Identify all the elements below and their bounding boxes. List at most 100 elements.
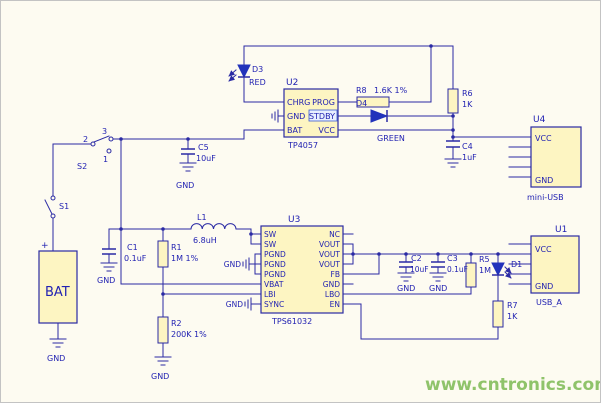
r1-value-label: 1M 1% [171,254,199,263]
gnd-symbol-c5 [179,162,197,172]
u2-pin-vcc: VCC [318,126,335,135]
s2-terminal-3-label: 3 [102,127,107,136]
c3-value-label: 0.1uF [447,265,468,274]
u1-ref-label: U1 [555,225,567,235]
s2-terminal-2-label: 2 [83,135,88,144]
u2-ref-label: U2 [286,78,298,88]
watermark: www.cntronics.com [425,375,601,395]
r7-value-label: 1K [507,312,518,321]
sync-marker-label: GND [226,300,243,309]
gnd-symbol-c3 [429,272,447,282]
u3-pin-sync: SYNC [264,300,284,309]
junction-dots [119,44,500,296]
pgnd-marker-label: GND [224,260,241,269]
c1-value-label: 0.1uF [124,254,147,263]
gnd-symbol-sync [244,297,252,311]
c1-gnd-label: GND [97,276,115,285]
u3-pin-vout3: VOUT [319,260,340,269]
u1-connector-box [530,235,580,294]
u2-pin-chrg: CHRG [287,98,310,107]
u4-connector-box [530,126,582,188]
c2-gnd-label: GND [397,284,415,293]
d4-color-label: GREEN [377,134,405,143]
c3-gnd-label: GND [429,284,447,293]
gnd-symbol-bat [49,338,67,348]
r6-ref-label: R6 [462,89,473,98]
u2-part-label: TP4057 [287,141,318,150]
c2-ref-label: C2 [411,254,422,263]
d3-color-label: RED [249,78,266,87]
gnd-symbol-c2 [397,272,415,282]
u3-chip-box [260,225,344,314]
l1-value-label: 6.8uH [193,236,217,245]
u3-pin-vout2: VOUT [319,250,340,259]
r5-value-label: 1M [479,266,491,275]
u2-stdby-highlight [308,109,338,122]
u3-pin-en: EN [330,300,340,309]
battery-gnd-label: GND [47,354,65,363]
d1-ref-label: D1 [511,260,522,269]
c1-ref-label: C1 [127,243,138,252]
r8-ref-label: R8 [356,86,367,95]
c2-value-label: 10uF [410,265,429,274]
s2-terminal-1-label: 1 [103,155,108,164]
u2-pin-prog: PROG [312,98,335,107]
r7-ref-label: R7 [507,301,518,310]
u1-pin-gnd: GND [535,282,553,291]
gnd-symbol-c4 [444,158,462,168]
u3-pin-pgnd1: PGND [264,250,286,259]
u3-pin-nc: NC [329,230,340,239]
u2-pin-bat: BAT [287,126,302,135]
gnd-symbol-pgnd [242,257,250,271]
c3-ref-label: C3 [447,254,458,263]
l1-ref-label: L1 [197,213,207,222]
inductor-l1-symbol [190,223,237,230]
u3-pin-pgnd3: PGND [264,270,286,279]
u3-pin-vbat: VBAT [264,280,284,289]
u4-pin-vcc: VCC [535,134,552,143]
battery-label: BAT [45,285,70,300]
capacitor-c2-symbol [399,261,413,268]
u1-pin-vcc: VCC [535,245,552,254]
battery-plus-label: + [41,241,49,251]
d4-ref-label: D4 [356,99,367,108]
capacitor-c4-symbol [446,140,460,148]
gnd-symbol-u2-pin [271,109,279,123]
c4-ref-label: C4 [462,142,473,151]
s2-ref-label: S2 [77,162,87,171]
c5-ref-label: C5 [198,143,209,152]
r2-gnd-label: GND [151,372,169,381]
u3-pin-sw2: SW [264,240,277,249]
r2-ref-label: R2 [171,319,182,328]
u4-ref-label: U4 [533,115,546,125]
u4-pin-gnd: GND [535,176,553,185]
u3-ref-label: U3 [288,215,300,225]
u4-part-label: mini-USB [527,193,564,202]
resistor-r1-symbol [157,240,169,268]
capacitor-c3-symbol [431,261,445,268]
gnd-symbol-c1 [100,262,118,272]
u3-pin-lbi: LBI [264,290,276,299]
r5-ref-label: R5 [479,255,490,264]
c5-gnd-label: GND [176,181,194,190]
c5-value-label: 10uF [196,154,216,163]
u2-pin-stdby: STDBY [309,112,335,121]
capacitor-c5-symbol [181,148,195,155]
r2-value-label: 200K 1% [171,330,207,339]
u3-part-label: TPS61032 [271,317,312,326]
led-d3-symbol [228,64,251,82]
resistor-r2-symbol [157,316,169,344]
u1-part-label: USB_A [536,298,562,307]
gnd-symbol-r2 [154,356,172,366]
u3-pin-lbo: LBO [325,290,340,299]
u3-pin-vout1: VOUT [319,240,340,249]
switch-s2-symbol [90,135,114,154]
capacitor-c1-symbol [102,248,116,255]
u2-pin-gnd: GND [287,112,305,121]
r1-ref-label: R1 [171,243,182,252]
u3-pin-sw1: SW [264,230,277,239]
resistor-r5-symbol [465,262,477,288]
c4-value-label: 1uF [462,153,477,162]
